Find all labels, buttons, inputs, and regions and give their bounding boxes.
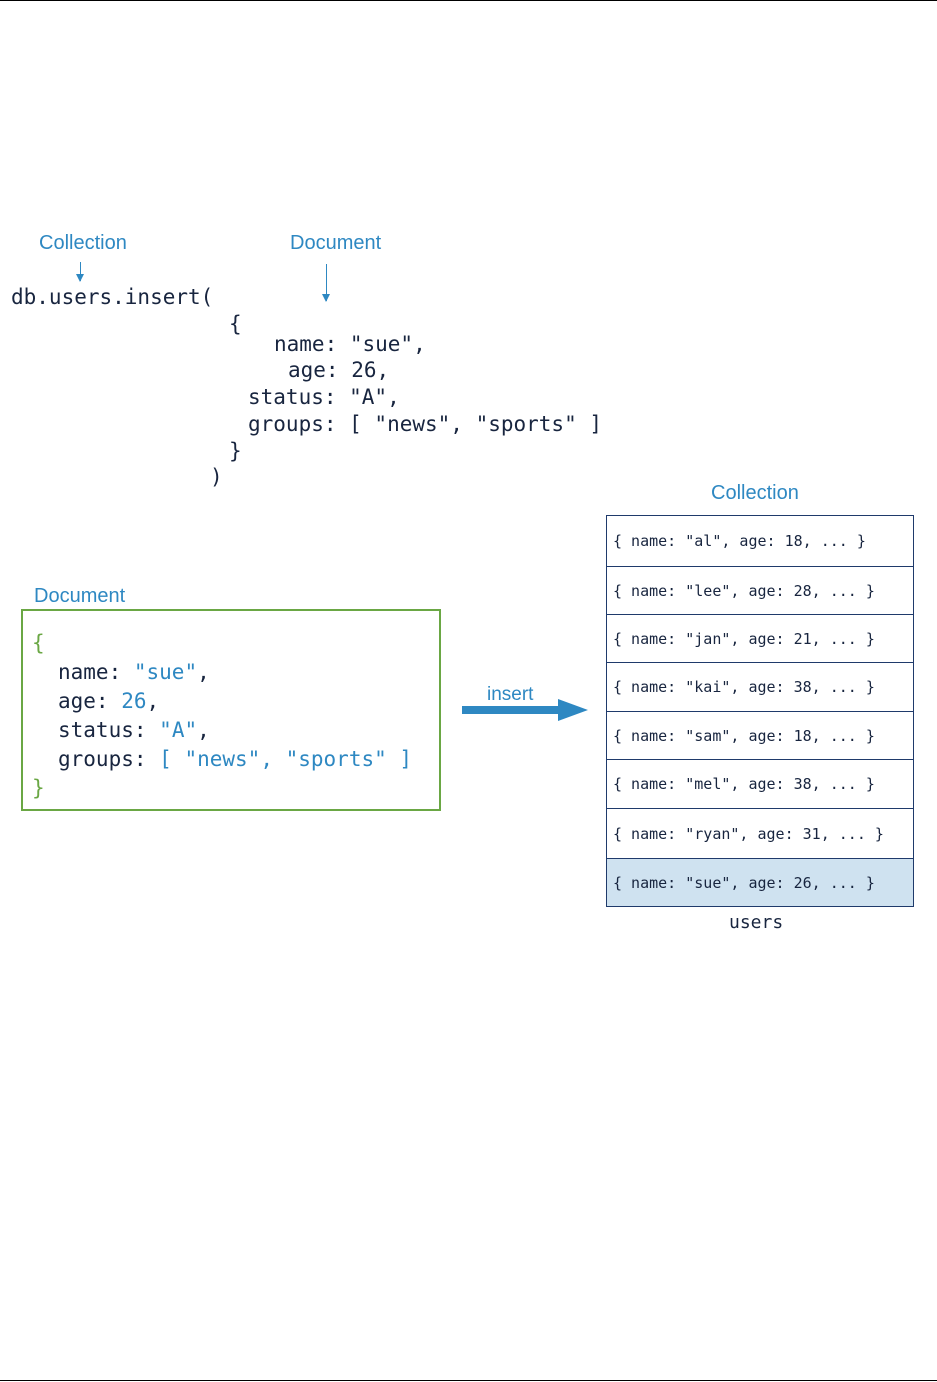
code-line-name: name: "sue", (274, 332, 426, 356)
code-line-insert-call: db.users.insert( (11, 285, 214, 309)
field-key: groups: (58, 747, 147, 771)
top-rule (0, 0, 937, 1)
collection-pointer-arrow (76, 262, 84, 282)
field-value: 26 (121, 689, 147, 713)
document-box-label: Document (34, 585, 126, 607)
document-pointer-arrow (322, 264, 330, 302)
field-suffix: , (197, 660, 210, 684)
field-key: status: (58, 718, 147, 742)
document-box: { name: "sue", age: 26, status: "A", gro… (21, 609, 441, 811)
collection-row: { name: "sam", age: 18, ... } (607, 711, 913, 759)
document-label-top: Document (290, 232, 382, 254)
collection-row: { name: "lee", age: 28, ... } (607, 566, 913, 614)
collection-row: { name: "kai", age: 38, ... } (607, 662, 913, 711)
collection-box: { name: "al", age: 18, ... } { name: "le… (606, 515, 914, 907)
code-line-close-brace: } (229, 439, 242, 463)
collection-row: { name: "mel", age: 38, ... } (607, 759, 913, 808)
document-field-groups: groups: [ "news", "sports" ] (58, 747, 412, 771)
field-value: [ "news", "sports" ] (159, 747, 413, 771)
field-value: "A" (159, 718, 198, 742)
document-close-brace: } (32, 776, 45, 800)
insert-arrow-head-icon (558, 699, 588, 721)
code-line-age: age: 26, (288, 358, 390, 382)
document-field-name: name: "sue", (58, 660, 210, 684)
field-value: "sue" (133, 660, 198, 684)
insert-arrow-shaft (462, 706, 562, 714)
collection-label-top: Collection (39, 232, 127, 254)
insert-arrow-label: insert (487, 684, 534, 705)
code-line-groups: groups: [ "news", "sports" ] (248, 412, 603, 436)
field-key: age: (58, 689, 109, 713)
field-suffix: , (146, 689, 160, 713)
field-key: name: (58, 660, 122, 684)
collection-row: { name: "ryan", age: 31, ... } (607, 808, 913, 858)
document-field-age: age: 26, (58, 689, 159, 713)
code-line-status: status: "A", (248, 385, 400, 409)
code-line-close-paren: ) (210, 465, 223, 489)
document-field-status: status: "A", (58, 718, 210, 742)
collection-row-highlighted: { name: "sue", age: 26, ... } (607, 858, 913, 906)
collection-label: Collection (711, 482, 799, 504)
bottom-rule (0, 1380, 937, 1381)
collection-row: { name: "al", age: 18, ... } (613, 532, 866, 550)
field-suffix: , (197, 718, 210, 742)
collection-name: users (729, 912, 784, 933)
collection-row: { name: "jan", age: 21, ... } (607, 614, 913, 662)
code-line-open-brace: { (229, 312, 242, 336)
document-open-brace: { (32, 631, 45, 655)
